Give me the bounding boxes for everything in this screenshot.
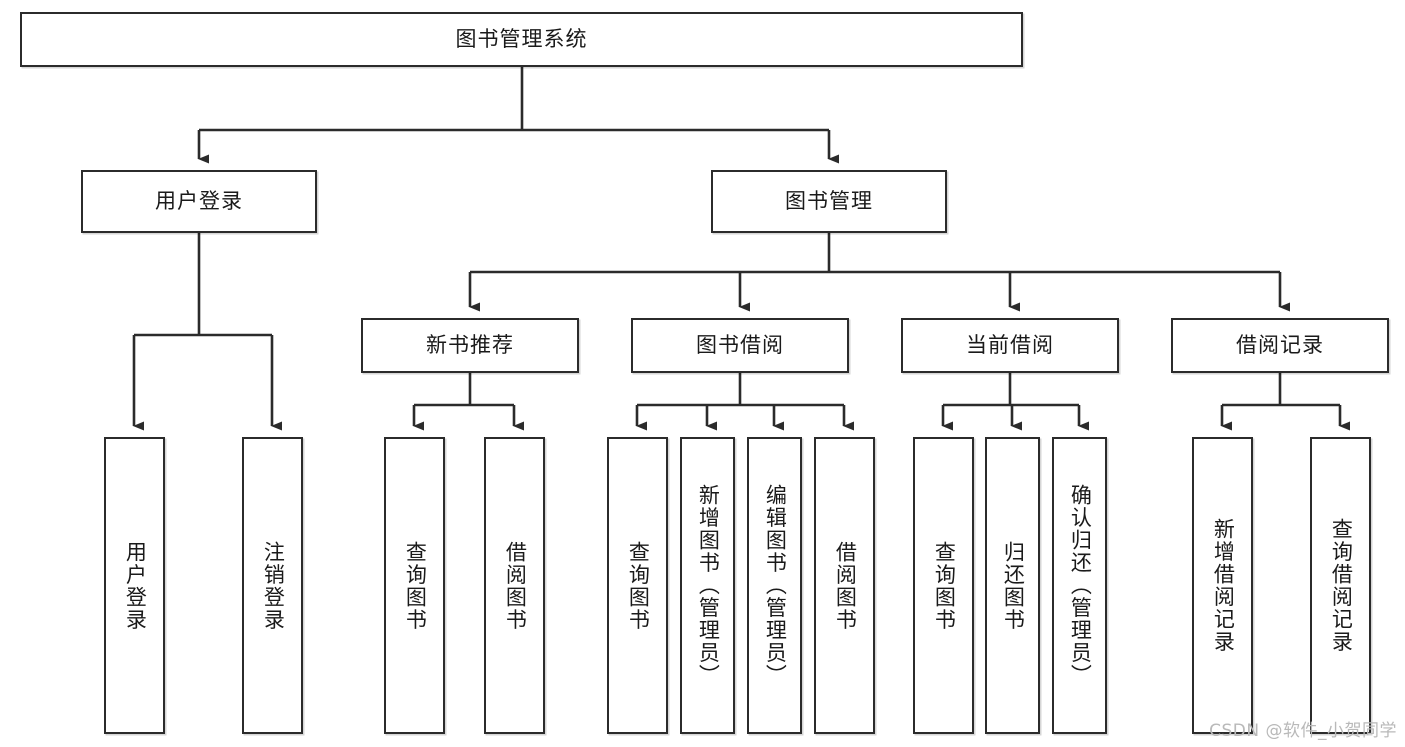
node-leaf-borrow-book[interactable]: 借阅图书: [814, 437, 875, 734]
node-leaf-logout-login-label: 注销登录: [261, 540, 286, 631]
node-leaf-user-login-label: 用户登录: [123, 540, 148, 631]
node-root[interactable]: 图书管理系统: [20, 12, 1023, 67]
node-leaf-confirm-return-admin-label: 确认归还（管理员）: [1068, 484, 1093, 687]
node-user-login-label: 用户登录: [155, 188, 243, 213]
node-leaf-query-book-current-label: 查询图书: [932, 540, 957, 631]
node-leaf-add-book-admin-label: 新增图书（管理员）: [696, 484, 721, 687]
node-book-borrow[interactable]: 图书借阅: [631, 318, 849, 373]
node-book-management[interactable]: 图书管理: [711, 170, 947, 233]
node-leaf-query-borrow-record-label: 查询借阅记录: [1329, 518, 1354, 653]
node-leaf-confirm-return-admin[interactable]: 确认归还（管理员）: [1052, 437, 1107, 734]
node-leaf-edit-book-admin[interactable]: 编辑图书（管理员）: [747, 437, 802, 734]
node-leaf-add-borrow-record[interactable]: 新增借阅记录: [1192, 437, 1253, 734]
node-borrow-record[interactable]: 借阅记录: [1171, 318, 1389, 373]
node-user-login[interactable]: 用户登录: [81, 170, 317, 233]
node-leaf-user-login[interactable]: 用户登录: [104, 437, 165, 734]
node-leaf-query-book-borrow[interactable]: 查询图书: [607, 437, 668, 734]
node-new-book-recommend[interactable]: 新书推荐: [361, 318, 579, 373]
node-leaf-borrow-book-label: 借阅图书: [833, 540, 858, 631]
node-book-management-label: 图书管理: [785, 188, 873, 213]
node-leaf-add-book-admin[interactable]: 新增图书（管理员）: [680, 437, 735, 734]
node-leaf-return-book[interactable]: 归还图书: [985, 437, 1040, 734]
node-leaf-borrow-book-recommend-label: 借阅图书: [503, 540, 528, 631]
node-leaf-return-book-label: 归还图书: [1001, 540, 1026, 631]
node-leaf-logout-login[interactable]: 注销登录: [242, 437, 303, 734]
node-current-borrow-label: 当前借阅: [966, 332, 1054, 357]
node-leaf-query-book-recommend-label: 查询图书: [403, 540, 428, 631]
node-leaf-add-borrow-record-label: 新增借阅记录: [1211, 518, 1236, 653]
node-leaf-query-borrow-record[interactable]: 查询借阅记录: [1310, 437, 1371, 734]
node-leaf-query-book-current[interactable]: 查询图书: [913, 437, 974, 734]
node-leaf-borrow-book-recommend[interactable]: 借阅图书: [484, 437, 545, 734]
node-leaf-query-book-borrow-label: 查询图书: [626, 540, 651, 631]
node-root-label: 图书管理系统: [455, 26, 588, 51]
node-leaf-query-book-recommend[interactable]: 查询图书: [384, 437, 445, 734]
node-leaf-edit-book-admin-label: 编辑图书（管理员）: [763, 484, 788, 687]
node-new-book-recommend-label: 新书推荐: [426, 332, 514, 357]
node-borrow-record-label: 借阅记录: [1236, 332, 1324, 357]
node-book-borrow-label: 图书借阅: [696, 332, 784, 357]
node-current-borrow[interactable]: 当前借阅: [901, 318, 1119, 373]
